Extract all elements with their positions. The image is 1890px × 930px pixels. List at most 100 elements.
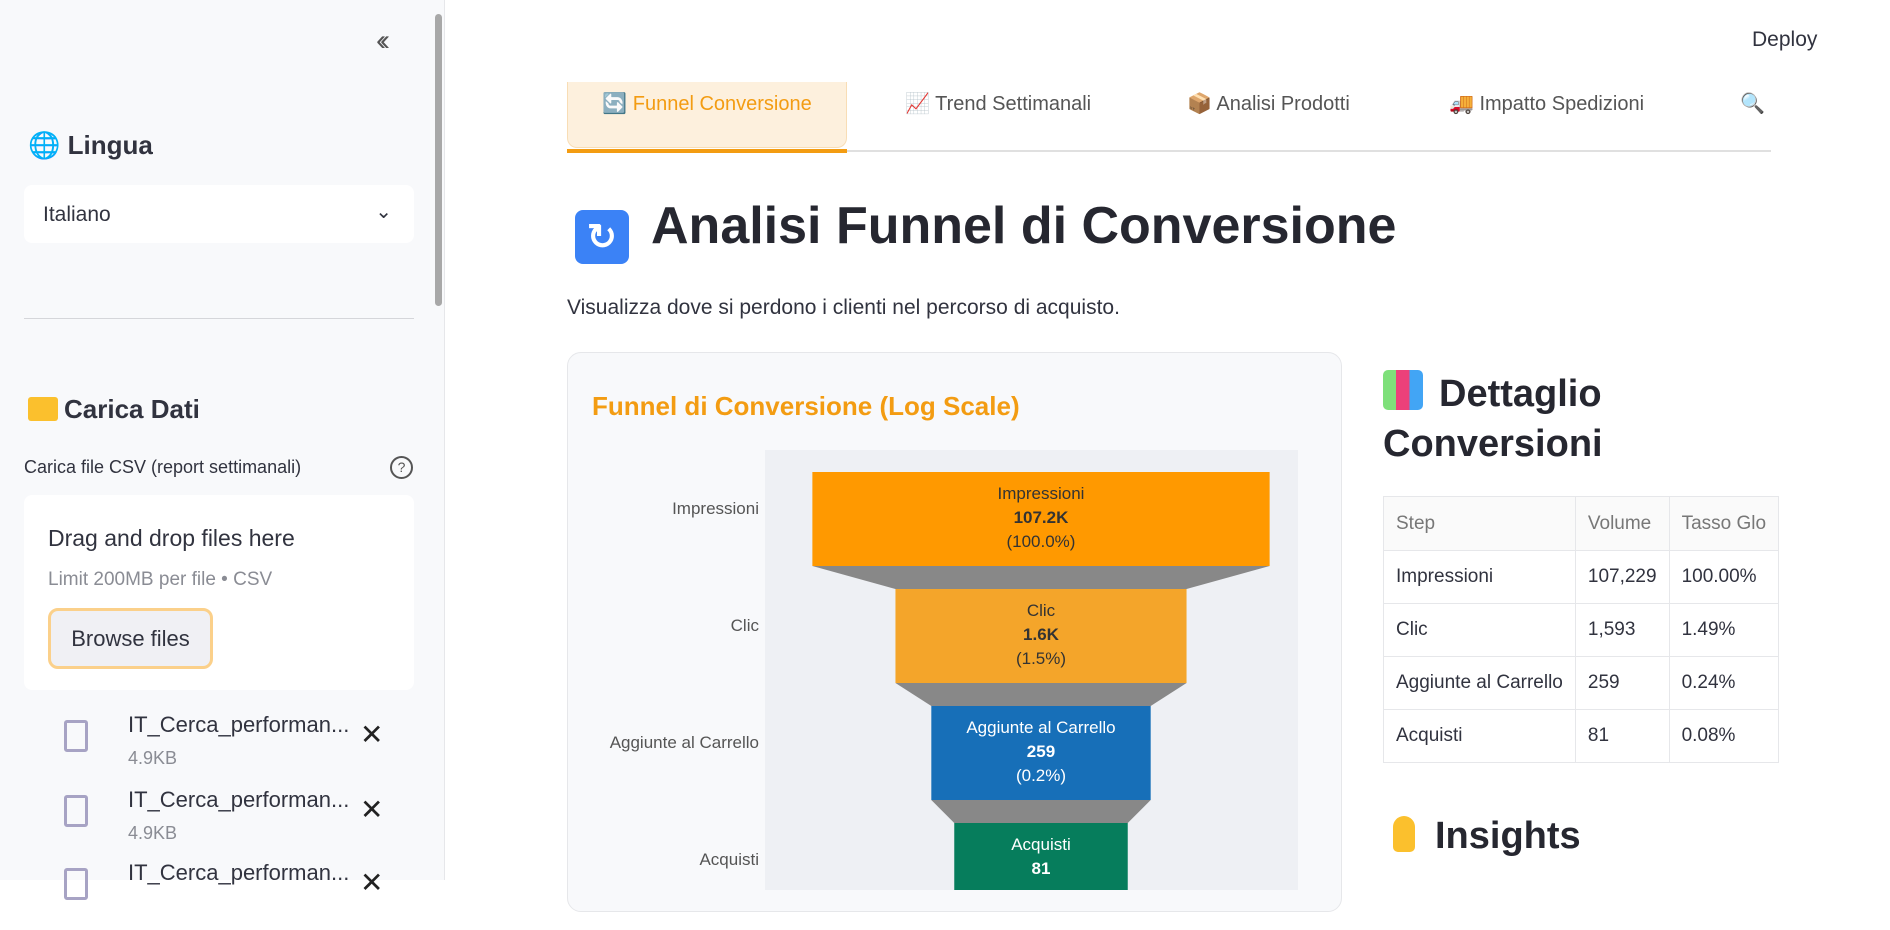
- column-header[interactable]: Volume: [1574, 497, 1670, 551]
- funnel-axis-label: Aggiunte al Carrello: [609, 733, 759, 752]
- remove-file-icon[interactable]: ✕: [360, 719, 384, 750]
- funnel-text: Clic: [1026, 601, 1056, 620]
- tab-funnel[interactable]: 🔄 Funnel Conversione: [567, 82, 847, 148]
- chart-up-icon: 📈: [905, 93, 930, 115]
- detail-title-2: Conversioni: [1383, 423, 1603, 465]
- file-icon: [64, 720, 88, 752]
- funnel-bar[interactable]: [954, 823, 1128, 890]
- funnel-text: Impressioni: [997, 484, 1085, 503]
- tab-products[interactable]: 📦 Analisi Prodotti: [1187, 82, 1350, 148]
- upload-label: Carica file CSV (report settimanali): [24, 457, 302, 477]
- insights-title: Insights: [1435, 815, 1581, 857]
- refresh-icon: ↻: [575, 210, 629, 264]
- tab-trend[interactable]: 📈 Trend Settimanali: [905, 82, 1091, 148]
- tab-label: Analisi Prodotti: [1216, 93, 1350, 115]
- language-selected: Italiano: [43, 203, 111, 226]
- tab-shipping[interactable]: 🚚 Impatto Spedizioni: [1449, 82, 1644, 148]
- funnel-bar[interactable]: [895, 589, 1187, 683]
- remove-file-icon[interactable]: ✕: [360, 794, 384, 825]
- file-icon: [64, 868, 88, 900]
- file-icon: [64, 795, 88, 827]
- funnel-axis-label: Clic: [730, 616, 759, 635]
- page-subtitle: Visualizza dove si perdono i clienti nel…: [567, 296, 1120, 319]
- tab-bar: 🔄 Funnel Conversione 📈 Trend Settimanali…: [567, 82, 1771, 153]
- funnel-text: (100.0%): [1006, 532, 1076, 551]
- folder-icon: [28, 397, 58, 421]
- funnel-connector: [895, 683, 1187, 706]
- file-name: IT_Cerca_performan...: [128, 860, 350, 885]
- uploaded-file: IT_Cerca_performan... 4.9KB ✕: [60, 712, 400, 782]
- column-header[interactable]: Step: [1384, 497, 1576, 551]
- browse-files-button[interactable]: Browse files: [48, 608, 213, 669]
- drop-text: Drag and drop files here: [48, 525, 295, 551]
- tab-label: Trend Settimanali: [935, 93, 1092, 115]
- language-heading: 🌐 Lingua: [28, 130, 153, 161]
- cell: Impressioni: [1384, 550, 1576, 604]
- funnel-bar[interactable]: [812, 472, 1270, 566]
- language-title: Lingua: [67, 130, 153, 160]
- divider: [24, 318, 414, 319]
- page-title: ↻ Analisi Funnel di Conversione: [575, 196, 1396, 264]
- magnifier-icon: 🔍: [1740, 93, 1765, 115]
- remove-file-icon[interactable]: ✕: [360, 867, 384, 898]
- help-icon[interactable]: ?: [390, 456, 413, 479]
- language-select[interactable]: Italiano ⌄: [24, 185, 414, 243]
- detail-title: Dettaglio: [1439, 373, 1602, 415]
- file-dropzone[interactable]: Drag and drop files here Limit 200MB per…: [24, 495, 414, 690]
- cell: 0.08%: [1668, 709, 1779, 762]
- funnel-connector: [931, 800, 1151, 823]
- insights-heading: Insights: [1383, 815, 1581, 858]
- funnel-axis-label: Acquisti: [699, 850, 759, 869]
- bar-chart-icon: [1383, 370, 1423, 410]
- cell: 0.24%: [1668, 656, 1779, 710]
- refresh-icon: 🔄: [602, 93, 628, 115]
- collapse-sidebar-icon[interactable]: ‹‹: [376, 24, 390, 57]
- file-size: 4.9KB: [128, 823, 178, 843]
- table-header: Step Volume Tasso Glo: [1384, 497, 1779, 551]
- chart-title: Funnel di Conversione (Log Scale): [592, 391, 1020, 421]
- cell: Acquisti: [1384, 709, 1576, 762]
- cell: 81: [1574, 709, 1670, 762]
- funnel-text: (1.5%): [1015, 649, 1067, 668]
- upload-heading: Carica Dati: [28, 394, 200, 425]
- page-title-text: Analisi Funnel di Conversione: [651, 197, 1397, 255]
- cell: 100.00%: [1668, 550, 1779, 604]
- uploaded-file: IT_Cerca_performan... ✕: [60, 860, 400, 930]
- cell: 107,229: [1574, 550, 1670, 604]
- tab-label: Funnel Conversione: [632, 93, 812, 115]
- file-size: 4.9KB: [128, 748, 178, 768]
- cell: Clic: [1384, 603, 1576, 657]
- file-name: IT_Cerca_performan...: [128, 787, 350, 812]
- sidebar-scrollbar[interactable]: [432, 0, 444, 880]
- funnel-text: 259: [1026, 742, 1056, 761]
- lightbulb-icon: [1393, 816, 1415, 852]
- uploaded-file: IT_Cerca_performan... 4.9KB ✕: [60, 787, 400, 857]
- limit-text: Limit 200MB per file • CSV: [48, 569, 273, 590]
- detail-heading: Dettaglio: [1383, 370, 1602, 416]
- funnel-bar-label: Clic 1.6K (1.5%): [895, 599, 1186, 671]
- funnel-axis-label: Impressioni: [672, 499, 759, 518]
- truck-icon: 🚚: [1449, 93, 1474, 115]
- funnel-text: Acquisti: [1011, 835, 1071, 854]
- globe-icon: 🌐: [28, 130, 61, 160]
- cell: Aggiunte al Carrello: [1384, 656, 1576, 710]
- tab-label: Impatto Spedizioni: [1479, 93, 1645, 115]
- cell: 259: [1574, 656, 1670, 710]
- funnel-text: Aggiunte al Carrello: [966, 718, 1116, 737]
- funnel-text: 1.6K: [1023, 625, 1059, 644]
- chevron-down-icon: ⌄: [375, 201, 392, 223]
- funnel-bar[interactable]: [931, 706, 1151, 800]
- tab-search[interactable]: 🔍: [1740, 82, 1765, 148]
- deploy-button[interactable]: Deploy: [1752, 28, 1818, 51]
- scrollbar-thumb[interactable]: [435, 14, 442, 306]
- cell: 1.49%: [1668, 603, 1779, 657]
- cell: 1,593: [1574, 603, 1670, 657]
- column-header[interactable]: Tasso Glo: [1668, 497, 1779, 551]
